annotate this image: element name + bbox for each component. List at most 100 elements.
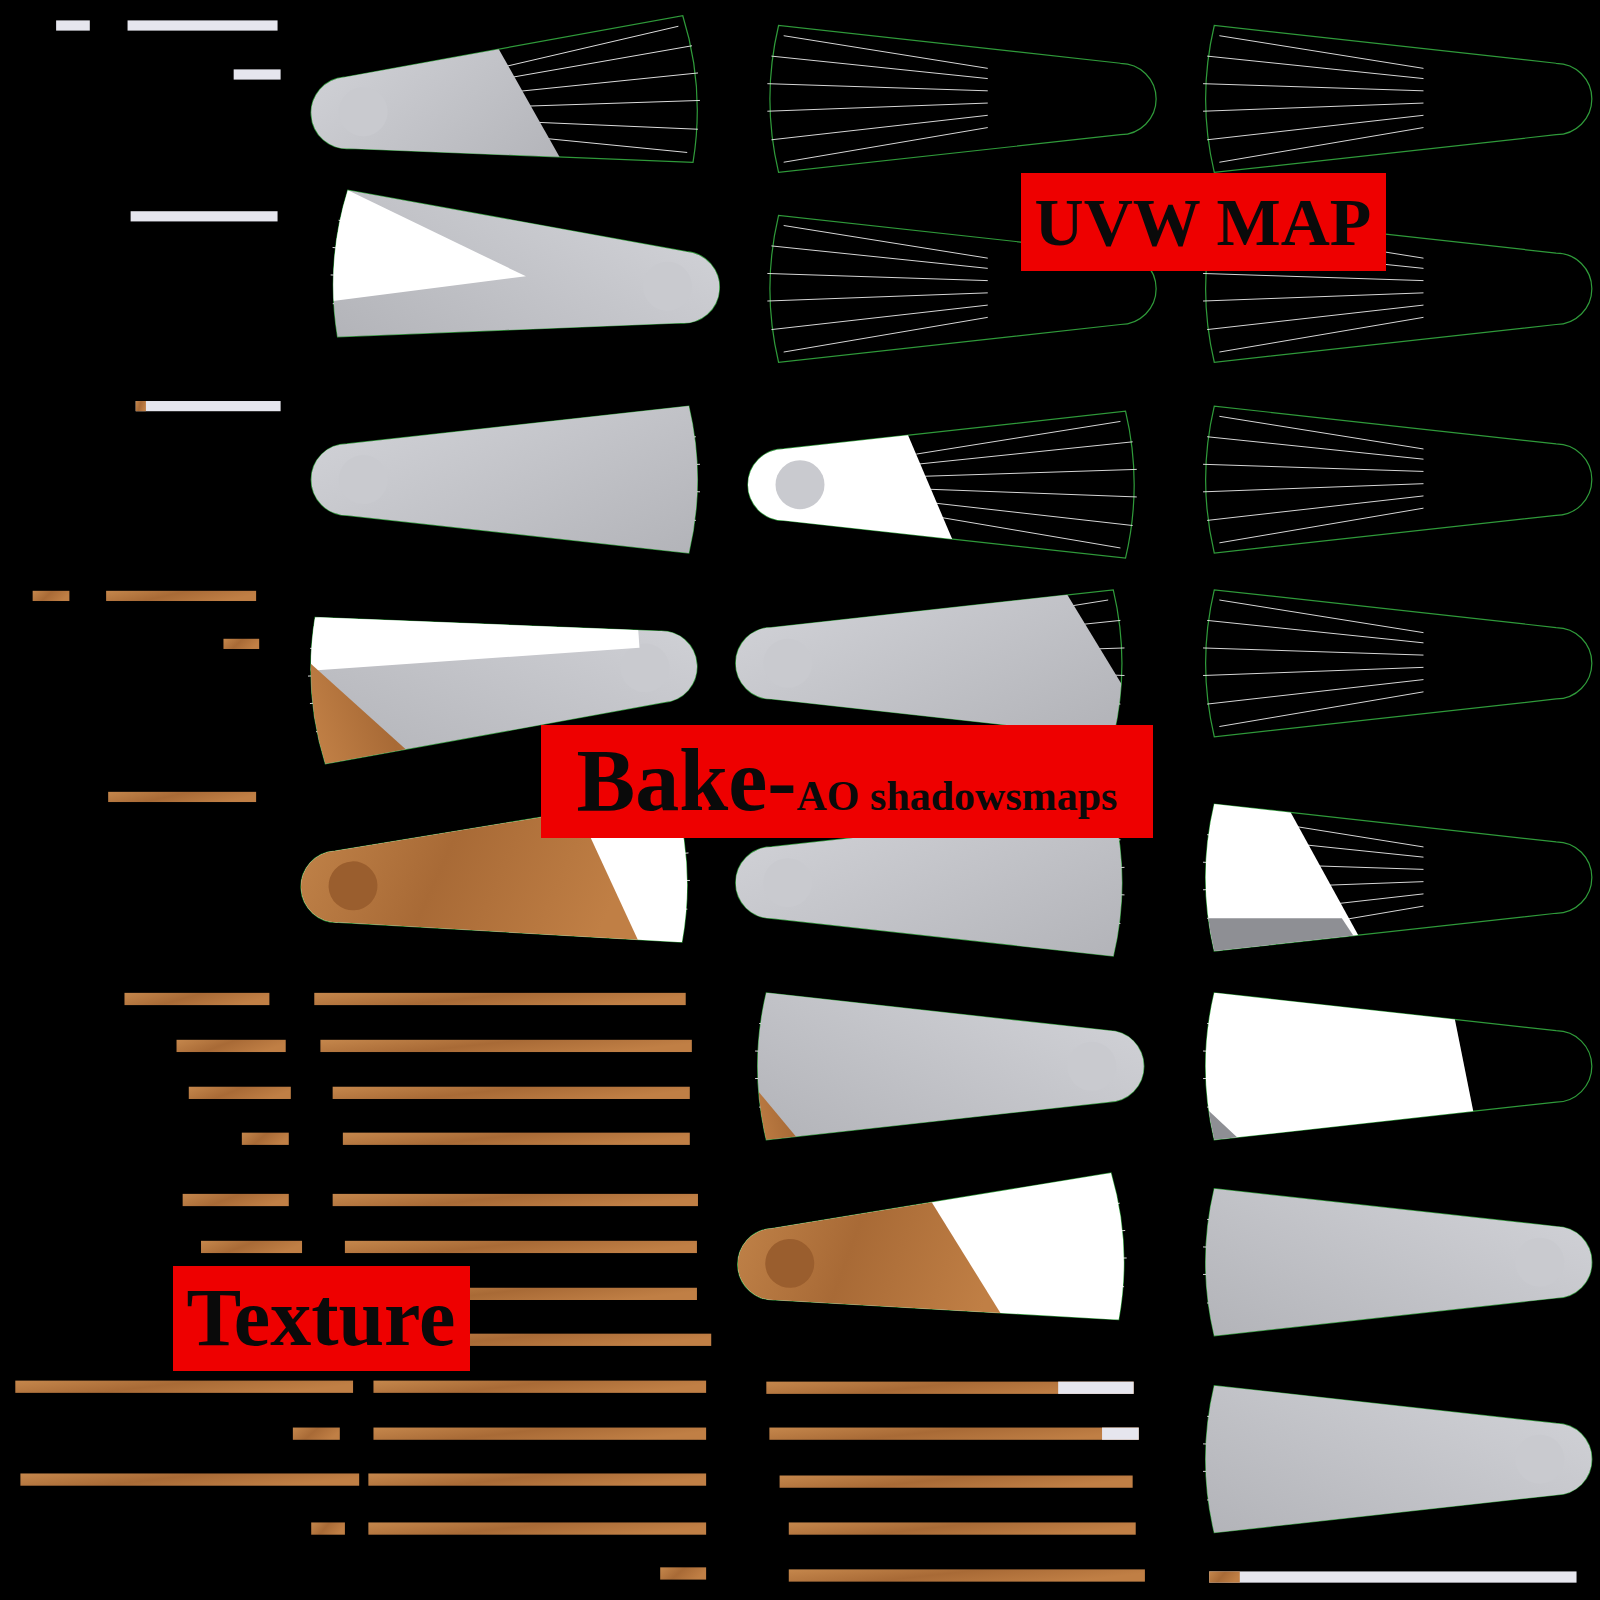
atlas-piece — [183, 1194, 289, 1206]
atlas-piece — [743, 383, 1137, 587]
atlas-piece — [108, 792, 256, 802]
atlas-piece — [743, 383, 973, 587]
atlas-piece — [1168, 1357, 1597, 1561]
atlas-piece — [290, 159, 732, 392]
atlas-piece — [743, 383, 973, 587]
atlas-piece — [242, 1133, 289, 1145]
atlas-piece — [1203, 406, 1592, 553]
atlas-piece — [763, 639, 812, 688]
atlas-piece — [1194, 918, 1383, 979]
atlas-piece — [290, 159, 732, 392]
atlas-piece — [320, 181, 532, 317]
atlas-piece — [1194, 964, 1592, 1168]
atlas-piece — [136, 401, 146, 411]
label-line: Bake-AO shadowsmaps — [577, 737, 1118, 825]
atlas-piece — [343, 1133, 690, 1145]
atlas-piece — [306, 378, 735, 582]
atlas-piece — [293, 1428, 340, 1440]
atlas-piece — [789, 1569, 1145, 1581]
atlas-piece — [1194, 776, 1592, 980]
atlas-piece — [306, 378, 735, 582]
atlas-piece — [764, 1238, 815, 1289]
atlas-piece — [1168, 1160, 1597, 1364]
atlas-piece — [789, 1522, 1136, 1534]
atlas-piece — [368, 1473, 706, 1485]
atlas-piece — [333, 1194, 698, 1206]
section-label: Texture — [187, 1277, 456, 1359]
atlas-piece — [368, 1522, 706, 1534]
atlas-piece — [766, 1382, 1133, 1394]
atlas-piece — [1203, 590, 1592, 737]
atlas-piece — [327, 860, 378, 911]
atlas-piece — [727, 1149, 1025, 1368]
section-label: Bake- — [577, 737, 797, 825]
atlas-piece — [1168, 1160, 1597, 1364]
atlas-piece — [297, 642, 444, 794]
atlas-piece — [56, 20, 90, 30]
atlas-piece — [1194, 964, 1485, 1168]
atlas-piece — [314, 993, 685, 1005]
atlas-piece — [1058, 1382, 1134, 1394]
atlas-piece — [234, 69, 281, 79]
atlas-piece — [727, 1142, 1166, 1368]
atlas-piece — [124, 993, 269, 1005]
atlas-piece — [320, 1040, 691, 1052]
atlas-piece — [333, 1087, 690, 1099]
atlas-piece — [15, 1381, 353, 1393]
atlas-piece — [1168, 1357, 1597, 1561]
atlas-piece — [1102, 1428, 1139, 1440]
atlas-piece — [306, 378, 735, 582]
atlas-piece — [373, 1381, 706, 1393]
atlas-piece — [128, 20, 278, 30]
atlas-piece — [33, 591, 70, 601]
atlas-piece — [1209, 1571, 1576, 1582]
section-label: AO shadowsmaps — [797, 775, 1118, 817]
atlas-piece — [223, 639, 259, 649]
atlas-piece — [177, 1040, 286, 1052]
atlas-piece — [299, 0, 583, 218]
atlas-piece — [136, 401, 281, 411]
atlas-piece — [373, 1428, 706, 1440]
atlas-piece — [1203, 26, 1592, 173]
atlas-piece — [720, 964, 1149, 1168]
atlas-piece — [311, 1522, 345, 1534]
atlas-piece — [20, 1473, 359, 1485]
atlas-piece — [1194, 776, 1383, 980]
atlas-piece — [720, 964, 1149, 1168]
atlas-piece — [727, 1142, 1166, 1368]
atlas-piece — [780, 1476, 1133, 1488]
label-box: Texture — [173, 1266, 470, 1371]
atlas-piece — [769, 1428, 1138, 1440]
atlas-piece — [776, 460, 825, 509]
atlas-piece — [1194, 776, 1383, 980]
label-box: Bake-AO shadowsmaps — [541, 725, 1153, 838]
atlas-piece — [106, 591, 256, 601]
atlas-piece — [1168, 1160, 1597, 1364]
atlas-piece — [1209, 1571, 1240, 1582]
atlas-piece — [1203, 406, 1592, 553]
atlas-piece — [189, 1087, 291, 1099]
atlas-piece — [1203, 26, 1592, 173]
label-line: UVW MAP — [1035, 188, 1372, 256]
atlas-piece — [1194, 1097, 1271, 1168]
white-strips — [56, 20, 1576, 1582]
atlas-piece — [1203, 590, 1592, 737]
atlas-piece — [720, 964, 1149, 1168]
atlas-piece — [767, 26, 1156, 173]
atlas-piece — [337, 86, 389, 138]
atlas-piece — [201, 1241, 302, 1253]
atlas-piece — [660, 1567, 706, 1579]
label-line: Texture — [187, 1277, 456, 1359]
label-box: UVW MAP — [1021, 173, 1386, 271]
atlas-piece — [1194, 964, 1485, 1168]
atlas-piece — [299, 0, 706, 218]
atlas-piece — [727, 1142, 1166, 1368]
section-label: UVW MAP — [1035, 188, 1372, 256]
atlas-piece — [1168, 1357, 1597, 1561]
atlas-piece — [746, 1077, 823, 1169]
atlas-piece — [345, 1241, 697, 1253]
atlas-piece — [290, 159, 732, 392]
atlas-piece — [131, 211, 278, 221]
atlas-piece — [767, 26, 1156, 173]
